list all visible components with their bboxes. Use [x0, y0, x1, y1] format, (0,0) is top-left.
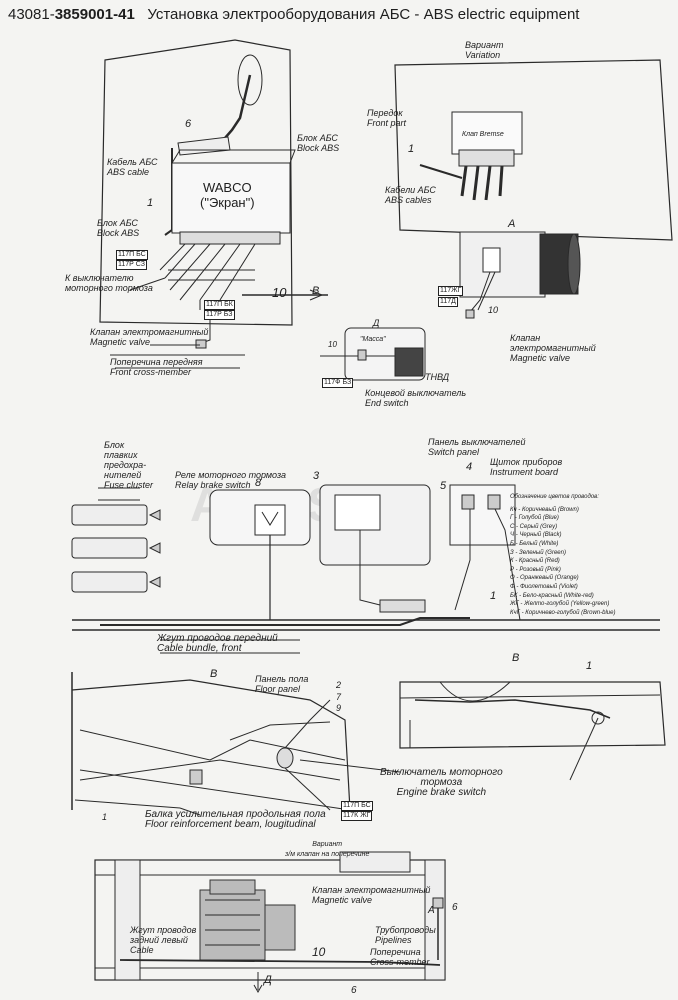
- legend-item: Г - Голубой (Blue): [510, 515, 559, 522]
- wire-tag: 117Р СЗ: [116, 260, 148, 270]
- legend-item: Р - Розовый (Pink): [510, 566, 561, 573]
- callout-9: 9: [336, 703, 342, 713]
- callout-1: 1: [408, 143, 415, 155]
- callout-10: 10: [312, 945, 326, 959]
- wire-tag: 117Ф БЗ: [322, 378, 354, 388]
- view-b-marker: B: [210, 668, 218, 680]
- view-d-marker: Д: [373, 318, 380, 328]
- callout-3: 3: [313, 470, 320, 482]
- bremse-valve: Клап Bremse: [462, 131, 504, 138]
- callout-a: A: [428, 905, 435, 916]
- wire-tag: 117Д: [438, 297, 458, 307]
- page-title: 43081-3859001-41 Установка электрооборуд…: [8, 6, 580, 23]
- ground-label: "Масса": [360, 336, 386, 343]
- legend-item: С - Серый (Grey): [510, 523, 558, 530]
- callout-1: 1: [147, 197, 154, 209]
- wire-tag: 117К ЖГ: [341, 811, 373, 821]
- view-d-marker: Д: [264, 974, 272, 986]
- callout-10: 10: [272, 285, 287, 300]
- callout-10: 10: [328, 340, 337, 349]
- legend-item: БК - Бело-красный (White-red): [510, 592, 594, 599]
- tnvd-label: ТНВД: [425, 372, 450, 382]
- callout-1: 1: [586, 660, 593, 672]
- legend-item: З - Зеленый (Green): [510, 549, 566, 556]
- wire-tag: 117П БС: [116, 250, 148, 260]
- callout-10: 10: [488, 305, 499, 315]
- wabco-unit: WABCO("Экран"): [200, 180, 255, 210]
- callout-1: 1: [490, 590, 497, 602]
- callout-6: 6: [452, 902, 458, 913]
- legend-title: Обозначение цветов проводов:: [510, 494, 599, 500]
- legend-item: ЖГ - Желто-голубой (Yellow-green): [510, 601, 610, 608]
- callout-7: 7: [336, 692, 342, 702]
- callout-6: 6: [185, 118, 192, 130]
- wire-tag: 117П БС: [341, 801, 373, 811]
- legend-item: КчГ - Коричнево-голубой (Brown-blue): [510, 609, 616, 616]
- legend-item: Кч - Коричневый (Brown): [510, 506, 579, 513]
- wire-tag: 117ЖГ: [438, 286, 464, 296]
- legend-item: Ч - Черный (Black): [510, 532, 562, 539]
- legend-item: К - Красный (Red): [510, 558, 560, 565]
- wire-color-legend: Обозначение цветов проводов: Кч - Коричн…: [510, 493, 615, 617]
- view-a-marker: A: [508, 218, 516, 230]
- view-b-marker: B: [512, 652, 520, 664]
- view-b-marker: B: [312, 285, 320, 297]
- legend-item: О - Оранжевый (Orange): [510, 575, 579, 582]
- callout-6: 6: [351, 985, 357, 996]
- callout-4: 4: [466, 461, 473, 473]
- wire-tag: 117Р БЗ: [204, 310, 235, 320]
- legend-item: Б - Белый (White): [510, 540, 559, 547]
- callout-2: 2: [336, 680, 342, 690]
- callout-5: 5: [440, 480, 447, 492]
- callout-8: 8: [255, 477, 262, 489]
- wire-tag: 117П БК: [204, 300, 235, 310]
- legend-item: Ф - Фиолетовый (Violet): [510, 583, 578, 590]
- callout-1: 1: [102, 812, 108, 822]
